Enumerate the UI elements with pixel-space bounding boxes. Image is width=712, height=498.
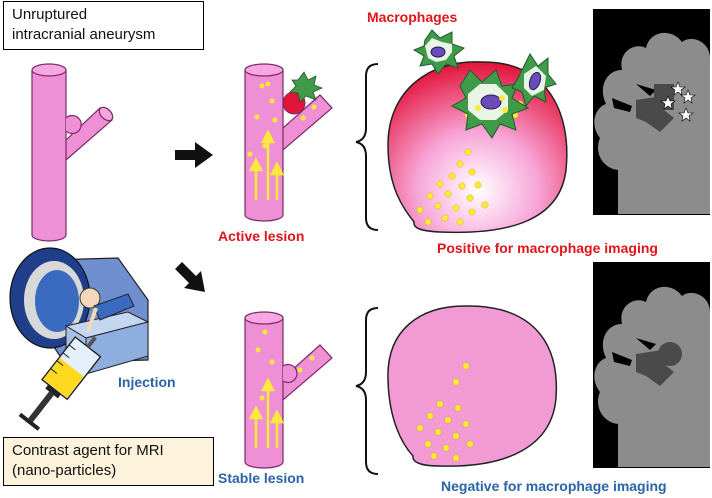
contrast-line-2: (nano-particles) <box>12 462 117 480</box>
black-arrow-icon <box>175 142 213 168</box>
aneurysm-sac-stable <box>387 305 558 467</box>
flow-arrows <box>248 377 285 448</box>
nanoparticle-dots <box>255 329 315 401</box>
nanoparticle-dots <box>416 362 474 462</box>
star-icon <box>660 81 696 122</box>
nanoparticle-dots <box>247 81 317 157</box>
negative-imaging-label: Negative for macrophage imaging <box>441 478 667 494</box>
mri-panel-negative <box>593 262 710 468</box>
active-lesion-label: Active lesion <box>218 228 305 244</box>
unruptured-aneurysm-label: Unruptured intracranial aneurysm <box>3 1 204 50</box>
macrophage-icon <box>450 69 530 139</box>
vessel-active <box>244 63 333 222</box>
unruptured-line-1: Unruptured <box>12 6 88 23</box>
curly-brace-icon <box>355 63 379 231</box>
vessel-normal <box>31 63 114 242</box>
macrophage-icon <box>511 53 557 108</box>
syringe-icon <box>18 336 102 431</box>
contrast-line-1: Contrast agent for MRI <box>12 442 164 459</box>
flow-arrows <box>248 129 285 200</box>
black-arrow-icon <box>175 262 205 292</box>
stable-lesion-label: Stable lesion <box>218 470 305 486</box>
contrast-agent-label: Contrast agent for MRI (nano-particles) <box>3 437 214 486</box>
injection-label: Injection <box>118 374 176 390</box>
macrophages-label: Macrophages <box>367 9 458 25</box>
macrophage-cluster-icon <box>289 71 324 103</box>
positive-imaging-label: Positive for macrophage imaging <box>437 240 658 256</box>
macrophage-icon <box>412 29 466 75</box>
vessel-stable <box>244 311 333 469</box>
unruptured-line-2: intracranial aneurysm <box>12 26 156 44</box>
curly-brace-icon <box>355 307 379 475</box>
mri-panel-positive <box>593 9 710 215</box>
